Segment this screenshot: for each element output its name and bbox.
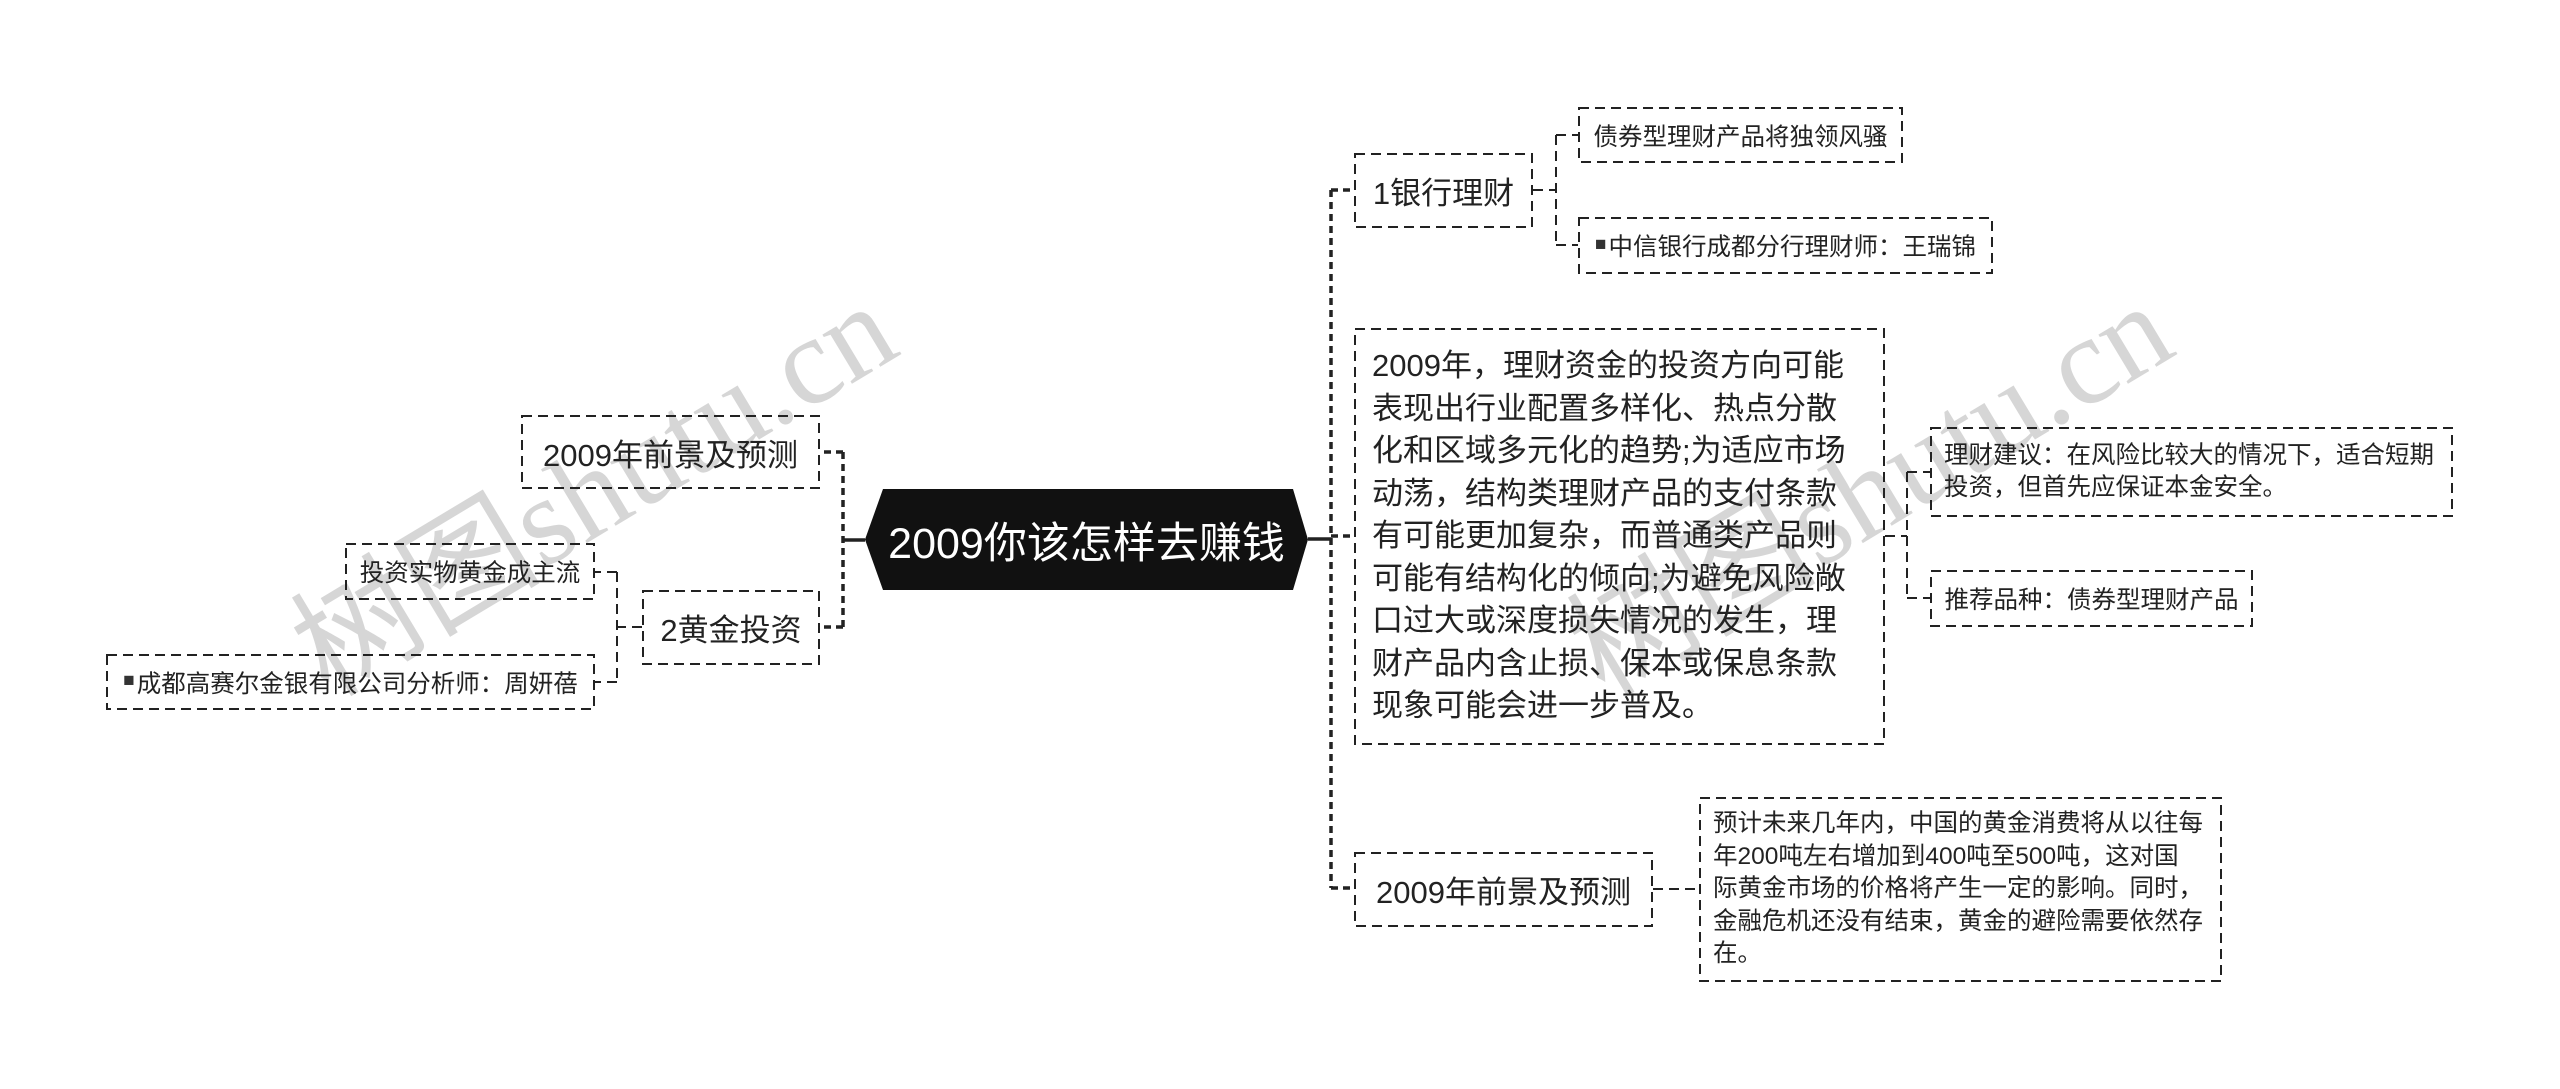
connector-bank-children [1533, 134, 1578, 246]
paragraph-line: 理财建议：在风险比较大的情况下，适合短期 [1944, 441, 2434, 469]
subtopic-gold-analyst[interactable]: ■ 成都高赛尔金银有限公司分析师：周妍蓓 [106, 654, 595, 710]
subtopic-label: 债券型理财产品将独领风骚 [1593, 123, 1888, 151]
subtopic-bank-advisor[interactable]: ■ 中信银行成都分行理财师：王瑞锦 [1578, 217, 1993, 274]
paragraph-line: 际黄金市场的价格将产生一定的影响。同时， [1713, 875, 2203, 903]
subtopic-recommended-product[interactable]: 推荐品种：债券型理财产品 [1930, 570, 2253, 627]
topic-bank-finance[interactable]: 1银行理财 [1354, 153, 1533, 228]
square-bullet-icon: ■ [1595, 233, 1607, 255]
paragraph-line: 动荡，结构类理财产品的支付条款 [1372, 475, 1837, 511]
root-topic[interactable]: 2009你该怎样去赚钱 [865, 489, 1308, 590]
paragraph-line: 化和区域多元化的趋势;为适应市场 [1372, 433, 1846, 469]
paragraph-line: 投资，但首先应保证本金安全。 [1944, 474, 2287, 501]
root-topic-label: 2009你该怎样去赚钱 [888, 519, 1285, 568]
paragraph-line: 现象可能会进一步普及。 [1372, 688, 1713, 724]
paragraph-line: 年200吨左右增加到400吨至500吨，这对国 [1713, 842, 2179, 870]
subtopic-label: 投资实物黄金成主流 [359, 560, 581, 587]
paragraph-line: 2009年，理财资金的投资方向可能 [1372, 348, 1844, 384]
paragraph-line: 财产品内含止损、保本或保息条款 [1372, 645, 1837, 681]
paragraph-line: 口过大或深度损失情况的发生，理 [1372, 603, 1837, 639]
subtopic-finance-advice[interactable]: 理财建议：在风险比较大的情况下，适合短期 投资，但首先应保证本金安全。 [1930, 427, 2453, 517]
paragraph-line: 可能有结构化的倾向;为避免风险敞 [1372, 560, 1846, 596]
topic-label: 2黄金投资 [660, 613, 802, 648]
topic-label: 2009年前景及预测 [1376, 875, 1631, 910]
paragraph-line: 预计未来几年内，中国的黄金消费将从以往每 [1713, 810, 2203, 838]
topic-left-prospect[interactable]: 2009年前景及预测 [521, 415, 820, 489]
connector-gold-children [595, 571, 642, 683]
topic-label: 1银行理财 [1372, 176, 1515, 211]
paragraph-line: 表现出行业配置多样化、热点分散 [1372, 390, 1837, 426]
paragraph-line: 金融危机还没有结束，黄金的避险需要依然存 [1713, 907, 2203, 935]
subtopic-label: 推荐品种：债券型理财产品 [1944, 587, 2239, 614]
paragraph-line: 在。 [1713, 940, 1762, 968]
square-bullet-icon: ■ [123, 670, 135, 691]
subtopic-gold-consumption-forecast[interactable]: 预计未来几年内，中国的黄金消费将从以往每 年200吨左右增加到400吨至500吨… [1699, 797, 2222, 982]
topic-gold-investment[interactable]: 2黄金投资 [642, 590, 820, 665]
topic-investment-trend[interactable]: 2009年，理财资金的投资方向可能 表现出行业配置多样化、热点分散 化和区域多元… [1354, 328, 1885, 745]
subtopic-label: 成都高赛尔金银有限公司分析师：周妍蓓 [136, 670, 578, 698]
subtopic-label: 中信银行成都分行理财师：王瑞锦 [1608, 234, 1976, 261]
paragraph-line: 有可能更加复杂，而普通类产品则 [1372, 518, 1837, 554]
subtopic-physical-gold[interactable]: 投资实物黄金成主流 [345, 543, 595, 600]
subtopic-bond-products[interactable]: 债券型理财产品将独领风骚 [1578, 107, 1903, 163]
topic-right-prospect[interactable]: 2009年前景及预测 [1354, 852, 1653, 927]
topic-label: 2009年前景及预测 [543, 437, 798, 473]
